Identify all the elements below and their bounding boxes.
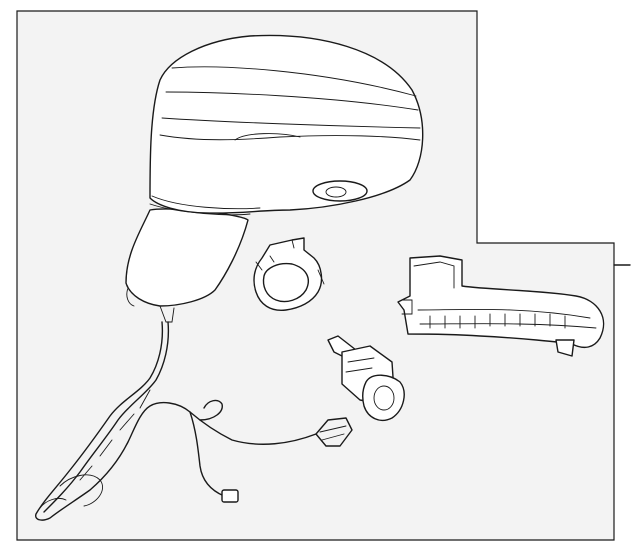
mirror-housing xyxy=(125,34,424,323)
turn-signal-lamp xyxy=(397,255,605,357)
camera-module xyxy=(327,335,405,422)
mount-bracket xyxy=(253,237,325,311)
wiring-harness xyxy=(35,321,353,521)
